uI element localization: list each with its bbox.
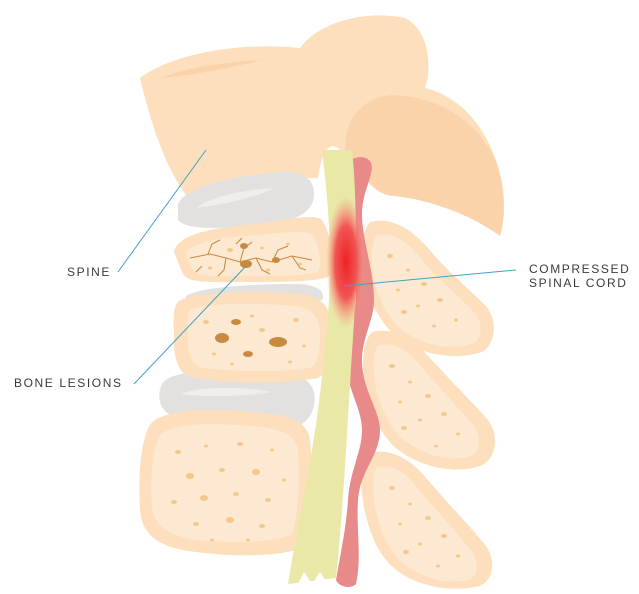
- bone-pore: [265, 498, 271, 502]
- bone-pore: [434, 445, 438, 448]
- bone-pore: [408, 381, 412, 384]
- bone-pore: [456, 433, 460, 436]
- bone-pore: [246, 539, 250, 542]
- bone-pore: [259, 524, 265, 528]
- bone-pore: [233, 492, 239, 496]
- bone-pore: [418, 419, 422, 422]
- bone-pore: [237, 442, 243, 446]
- bone-pore: [210, 539, 214, 542]
- bone-pore: [288, 361, 292, 364]
- bone-pore: [230, 363, 234, 366]
- bone-pore: [219, 468, 225, 472]
- bone-pore: [389, 486, 395, 490]
- bone-pore: [286, 243, 290, 246]
- bone-pore: [293, 318, 299, 322]
- bone-pore: [212, 353, 216, 356]
- bone-pore: [171, 500, 177, 504]
- bone-pore: [408, 503, 412, 506]
- bone-pore: [387, 254, 393, 258]
- bone-pore: [401, 426, 407, 430]
- bone-pore: [200, 495, 208, 501]
- bone-pore: [441, 412, 447, 416]
- bone-pore: [401, 310, 407, 314]
- bone-pore: [175, 450, 181, 454]
- bone-pore: [260, 247, 264, 250]
- bone-pore: [227, 248, 233, 252]
- compressed-spinal-cord-label: COMPRESSED SPINAL CORD: [529, 262, 630, 290]
- bone-pore: [203, 320, 209, 324]
- bone-pore: [208, 267, 212, 270]
- vertebra-lesions-inner: [188, 304, 321, 371]
- bone-pore: [250, 315, 254, 318]
- bone-pore: [389, 364, 395, 368]
- bone-pore: [259, 328, 265, 332]
- bone-pore: [454, 319, 458, 322]
- bone-pore: [398, 523, 402, 526]
- bone-pore: [186, 473, 194, 479]
- bone-pore: [302, 345, 306, 348]
- bone-pore: [282, 479, 286, 482]
- compression-zone: [326, 196, 366, 328]
- bone-pore: [441, 534, 447, 538]
- bone-pore: [396, 289, 400, 292]
- bone-pore: [403, 550, 409, 554]
- bone-pore: [252, 469, 260, 475]
- bone-pore: [193, 522, 199, 526]
- vertebra-lower-inner: [151, 424, 298, 542]
- spinous-processes: [361, 221, 495, 589]
- bone-pore: [425, 516, 431, 520]
- bone-pore: [432, 325, 436, 328]
- bone-pore: [204, 445, 208, 448]
- bone-pore: [456, 555, 460, 558]
- compressed-label-line1: COMPRESSED: [529, 262, 630, 276]
- bone-pore: [418, 543, 422, 546]
- bone-pore: [398, 401, 402, 404]
- bone-pore: [436, 565, 440, 568]
- bone-pore: [425, 394, 431, 398]
- bone-pore: [421, 282, 427, 286]
- bone-pore: [226, 517, 234, 523]
- bone-lesions-label: BONE LESIONS: [14, 376, 123, 390]
- spine-label: SPINE: [67, 265, 111, 279]
- bone-pore: [416, 305, 420, 308]
- bone-pore: [437, 298, 443, 302]
- bone-pore: [270, 449, 274, 452]
- bone-pore: [406, 269, 410, 272]
- compressed-label-line2: SPINAL CORD: [529, 276, 630, 290]
- bone-pore: [266, 269, 270, 272]
